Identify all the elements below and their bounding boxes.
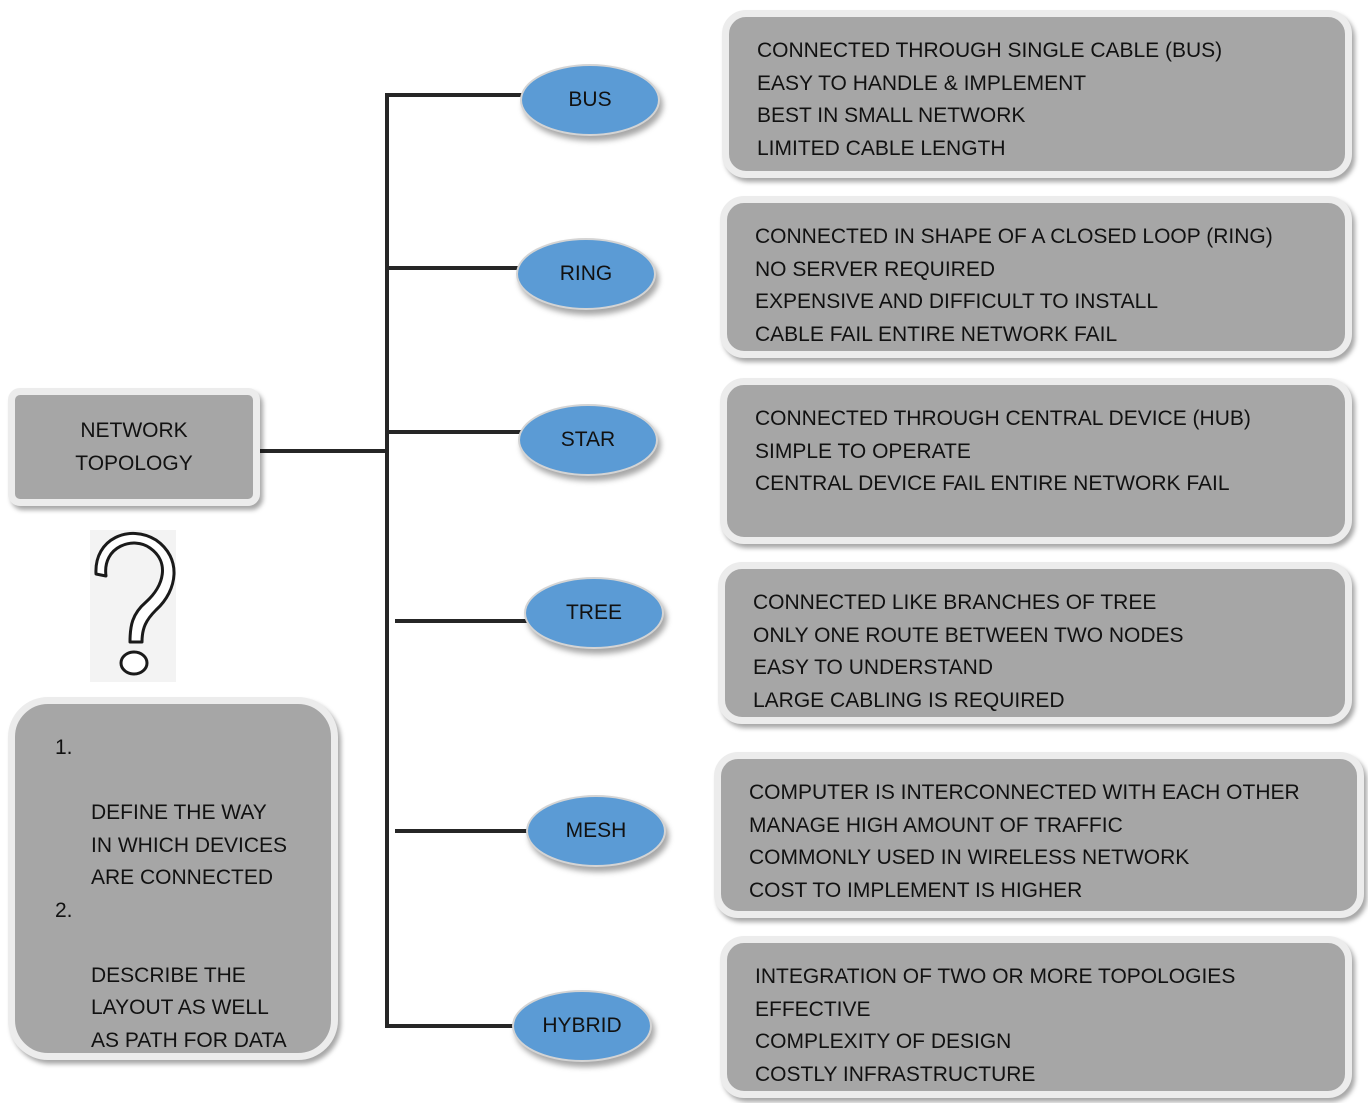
node-label: RING — [559, 262, 613, 285]
detail-line: COMPLEXITY OF DESIGN — [755, 1030, 1012, 1053]
details-ring: CONNECTED IN SHAPE OF A CLOSED LOOP (RIN… — [720, 196, 1352, 358]
detail-line: NO SERVER REQUIRED — [755, 257, 995, 281]
detail-line: LARGE CABLING IS REQUIRED — [753, 688, 1065, 712]
details-star: CONNECTED THROUGH CENTRAL DEVICE (HUB) S… — [720, 378, 1352, 544]
details-hybrid: INTEGRATION OF TWO OR MORE TOPOLOGIES EF… — [720, 936, 1352, 1098]
node-label: BUS — [568, 88, 612, 111]
detail-line: COST TO IMPLEMENT IS HIGHER — [749, 878, 1083, 902]
detail-line: CABLE FAIL ENTIRE NETWORK FAIL — [755, 322, 1118, 346]
definition-text: DESCRIBE THE LAYOUT AS WELL AS PATH FOR … — [91, 963, 287, 1052]
node-label: TREE — [565, 601, 622, 624]
detail-line: COSTLY INFRASTRUCTURE — [755, 1062, 1036, 1086]
detail-line: ONLY ONE ROUTE BETWEEN TWO NODES — [753, 623, 1184, 647]
node-bus: BUS — [520, 64, 660, 136]
definition-item: 2. DESCRIBE THE LAYOUT AS WELL AS PATH F… — [45, 895, 317, 1058]
detail-line: CONNECTED THROUGH CENTRAL DEVICE (HUB) — [755, 407, 1251, 430]
detail-line: MANAGE HIGH AMOUNT OF TRAFFIC — [749, 813, 1123, 837]
detail-line: CONNECTED THROUGH SINGLE CABLE (BUS) — [757, 39, 1223, 62]
root-label-line2: TOPOLOGY — [75, 452, 193, 475]
detail-line: LIMITED CABLE LENGTH — [757, 136, 1006, 160]
definition-list: 1. DEFINE THE WAY IN WHICH DEVICES ARE C… — [45, 732, 317, 1057]
details-tree: CONNECTED LIKE BRANCHES OF TREE ONLY ONE… — [718, 562, 1352, 724]
node-mesh: MESH — [526, 795, 666, 867]
node-tree: TREE — [524, 577, 664, 649]
detail-line: EFFECTIVE — [755, 997, 871, 1021]
detail-line: SIMPLE TO OPERATE — [755, 439, 971, 463]
detail-line: COMPUTER IS INTERCONNECTED WITH EACH OTH… — [749, 781, 1300, 804]
node-label: MESH — [565, 819, 627, 842]
details-mesh: COMPUTER IS INTERCONNECTED WITH EACH OTH… — [714, 752, 1364, 918]
definition-item: 1. DEFINE THE WAY IN WHICH DEVICES ARE C… — [45, 732, 317, 895]
node-ring: RING — [516, 238, 656, 310]
detail-line: CENTRAL DEVICE FAIL ENTIRE NETWORK FAIL — [755, 472, 1230, 495]
detail-line: CONNECTED LIKE BRANCHES OF TREE — [753, 591, 1157, 614]
root-label-line1: NETWORK — [80, 419, 188, 442]
detail-line: COMMONLY USED IN WIRELESS NETWORK — [749, 846, 1190, 869]
details-bus: CONNECTED THROUGH SINGLE CABLE (BUS) EAS… — [722, 10, 1352, 178]
definition-number: 2. — [55, 898, 73, 922]
node-hybrid: HYBRID — [512, 990, 652, 1062]
question-mark-icon — [94, 531, 176, 676]
detail-line: EASY TO HANDLE & IMPLEMENT — [757, 71, 1087, 95]
definition-box: 1. DEFINE THE WAY IN WHICH DEVICES ARE C… — [8, 697, 338, 1060]
detail-line: BEST IN SMALL NETWORK — [757, 104, 1026, 127]
detail-line: EASY TO UNDERSTAND — [753, 656, 994, 679]
definition-text: DEFINE THE WAY IN WHICH DEVICES ARE CONN… — [91, 801, 288, 889]
node-star: STAR — [518, 404, 658, 476]
node-label: STAR — [560, 428, 616, 451]
detail-line: INTEGRATION OF TWO OR MORE TOPOLOGIES — [755, 965, 1236, 988]
definition-number: 1. — [55, 736, 73, 759]
node-label: HYBRID — [542, 1014, 622, 1037]
detail-line: EXPENSIVE AND DIFFICULT TO INSTALL — [755, 290, 1158, 313]
question-mark-panel — [90, 530, 176, 682]
detail-line: CONNECTED IN SHAPE OF A CLOSED LOOP (RIN… — [755, 225, 1273, 248]
root-network-topology: NETWORK TOPOLOGY — [8, 388, 260, 506]
